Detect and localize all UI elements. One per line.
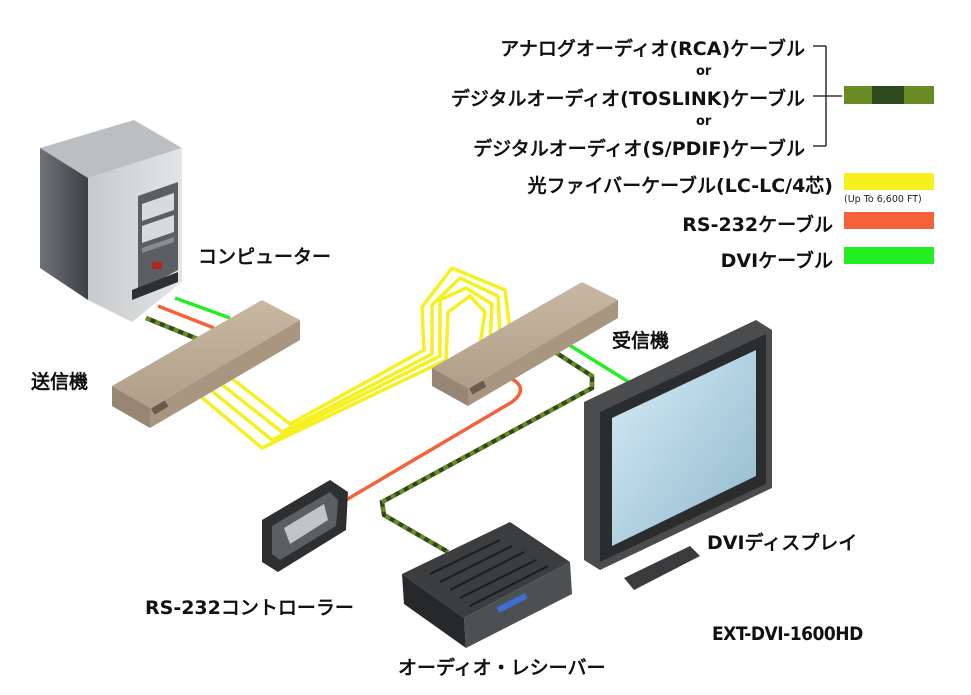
legend-swatch-fiber xyxy=(844,173,934,190)
transmitter-unit xyxy=(112,300,300,428)
legend-audio-spdif-label: デジタルオーディオ(S/PDIF)ケーブル xyxy=(473,138,805,160)
legend-dvi-label: DVIケーブル xyxy=(720,250,833,272)
legend-audio-bracket xyxy=(813,45,842,147)
legend-or-label: or xyxy=(696,64,712,79)
legend-swatch-dvi xyxy=(844,247,934,264)
dvi-cable-display xyxy=(565,341,633,386)
model-number: EXT-DVI-1600HD xyxy=(712,623,863,645)
computer-tower xyxy=(40,120,182,322)
legend-or-label-2: or xyxy=(696,114,712,129)
legend-swatch-audio xyxy=(844,86,934,104)
legend-rs232-label: RS-232ケーブル xyxy=(682,214,833,236)
transmitter-label: 送信機 xyxy=(31,371,89,393)
dvi-display xyxy=(584,320,772,590)
legend-fiber-label: 光ファイバーケーブル(LC-LC/4芯) xyxy=(527,175,833,197)
display-label: DVIディスプレイ xyxy=(707,532,858,554)
rs232-cable-controller xyxy=(345,376,523,502)
audio-receiver-device xyxy=(402,522,572,648)
receiver-unit xyxy=(432,282,618,406)
rs232-cable-computer xyxy=(157,304,215,330)
fiber-cable-2 xyxy=(204,276,502,434)
fiber-cable-1 xyxy=(214,266,512,426)
legend-swatch-rs232 xyxy=(844,212,934,229)
controller-label: RS-232コントローラー xyxy=(145,597,354,619)
audio-receiver-label: オーディオ・レシーバー xyxy=(398,657,606,679)
rs232-controller-device xyxy=(262,480,348,572)
legend-audio-toslink-label: デジタルオーディオ(TOSLINK)ケーブル xyxy=(450,88,805,110)
fiber-cable-4 xyxy=(184,294,487,450)
receiver-label: 受信機 xyxy=(612,330,670,352)
audio-cable-computer xyxy=(145,315,201,343)
legend-audio-rca-label: アナログオーディオ(RCA)ケーブル xyxy=(500,38,805,60)
fiber-cable-3 xyxy=(194,286,494,442)
fiber-cables xyxy=(184,266,512,450)
computer-label: コンピューター xyxy=(198,246,332,268)
legend-fiber-note: (Up To 6,600 FT) xyxy=(844,194,922,205)
dvi-cable-computer xyxy=(174,296,231,320)
